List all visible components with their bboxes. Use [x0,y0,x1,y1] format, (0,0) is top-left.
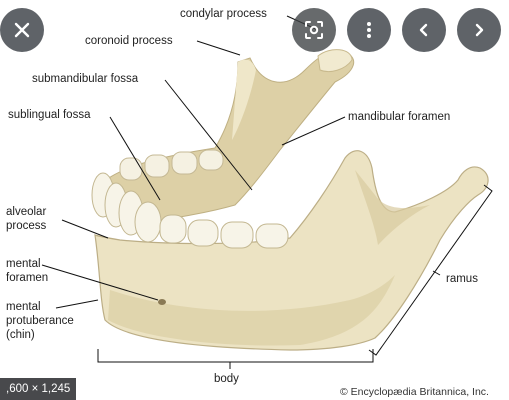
chevron-left-icon [419,23,428,37]
visual-search-icon [305,21,323,39]
near-teeth [91,172,289,249]
image-credit: © Encyclopædia Britannica, Inc. [340,386,489,398]
close-icon [14,22,30,38]
label-body: body [214,373,239,385]
mandible-body [94,150,489,351]
label-alveolar-process: alveolar process [6,206,47,232]
label-mental-foramen: mental foramen [6,258,49,284]
label-ramus: ramus [446,273,478,285]
chevron-right-icon [475,23,484,37]
mental-foramen-hole [158,299,166,305]
more-vert-icon [367,22,371,38]
far-teeth [119,149,224,181]
label-coronoid-process: coronoid process [85,35,173,47]
label-sublingual-fossa: sublingual fossa [8,109,91,121]
label-mental-protuberance: mental protuberance (chin) [6,301,74,341]
label-condylar-process: condylar process [180,8,267,20]
label-submandibular-fossa: submandibular fossa [32,73,139,85]
image-dimensions-badge: ,600 × 1,245 [0,378,77,400]
previous-image-button[interactable] [402,8,446,52]
mandible-far-side [99,51,355,226]
close-button[interactable] [0,8,44,52]
next-image-button[interactable] [457,8,501,52]
visual-search-button[interactable] [292,8,336,52]
more-options-button[interactable] [347,8,391,52]
label-mandibular-foramen: mandibular foramen [348,111,451,123]
